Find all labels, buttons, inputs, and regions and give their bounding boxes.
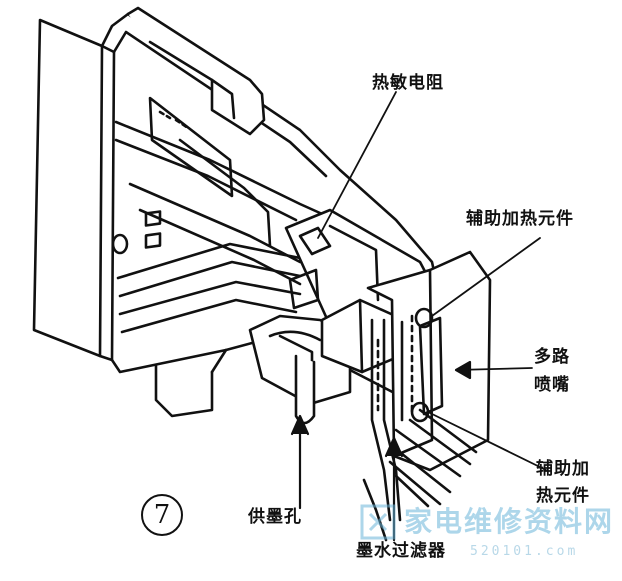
label-nozzle-line1: 多路 — [534, 347, 570, 367]
label-nozzle-line2: 喷嘴 — [534, 375, 570, 395]
ink-supply-tube — [268, 330, 322, 425]
label-ink-filter: 墨水过滤器 — [356, 541, 446, 561]
figure-number-circle: 7 — [141, 494, 183, 536]
label-thermistor: 热敏电阻 — [372, 73, 444, 93]
connector-strip — [32, 18, 116, 362]
label-aux-heater-bottom-line1: 辅助加 — [536, 459, 590, 479]
watermark-logo-icon — [360, 504, 396, 540]
watermark: 家电维修资料网 520101.com — [352, 498, 614, 568]
lower-mount — [154, 348, 228, 418]
label-ink-supply-hole: 供墨孔 — [248, 507, 302, 527]
watermark-url: 520101.com — [470, 544, 579, 559]
label-aux-heater-top: 辅助加热元件 — [466, 209, 574, 229]
housing-body — [100, 6, 442, 374]
watermark-text: 家电维修资料网 — [404, 505, 615, 538]
nozzle-plate — [366, 250, 492, 472]
bottom-fins — [388, 408, 478, 508]
label-aux-heater-bottom-line2: 热元件 — [536, 486, 590, 506]
